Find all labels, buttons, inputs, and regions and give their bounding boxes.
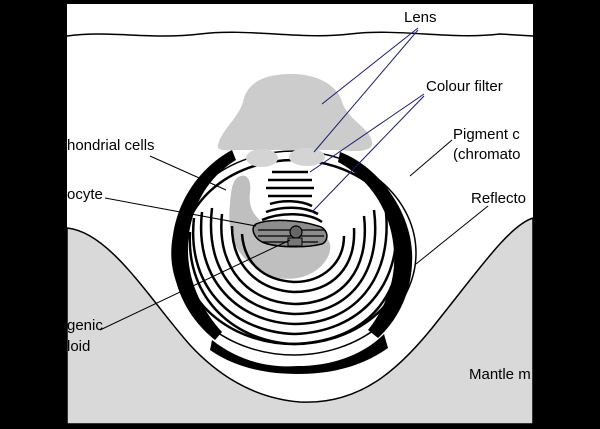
pigment-left: [172, 150, 236, 340]
lens-lobe-left: [246, 149, 278, 167]
pigment-bottom: [210, 334, 388, 374]
label-ocyte: ocyte: [67, 186, 103, 203]
photogenic-core: [252, 219, 328, 248]
lens-lobe-right: [289, 148, 325, 166]
frame-right: [533, 0, 600, 424]
label-lens: Lens: [404, 9, 437, 26]
label-reflector: Reflecto: [471, 190, 526, 207]
label-mitochondrial: hondrial cells: [67, 137, 155, 154]
leader-lines-black: [99, 139, 489, 331]
pigment-right: [338, 152, 413, 338]
colour-filter: [261, 170, 323, 224]
mantle-muscle: [66, 216, 534, 425]
label-mantle: Mantle m: [469, 366, 531, 383]
label-pigment-2: (chromato: [453, 146, 521, 163]
label-pigment-1: Pigment c: [453, 126, 520, 143]
reflector-lamellae: [188, 207, 402, 346]
label-genic-2: loid: [67, 338, 90, 355]
leader-lines: [309, 27, 425, 213]
label-genic-1: genic: [67, 317, 103, 334]
lens: [217, 74, 373, 152]
skin-surface-line: [66, 31, 534, 37]
frame-left: [0, 0, 67, 424]
label-colour-filter: Colour filter: [426, 78, 503, 95]
